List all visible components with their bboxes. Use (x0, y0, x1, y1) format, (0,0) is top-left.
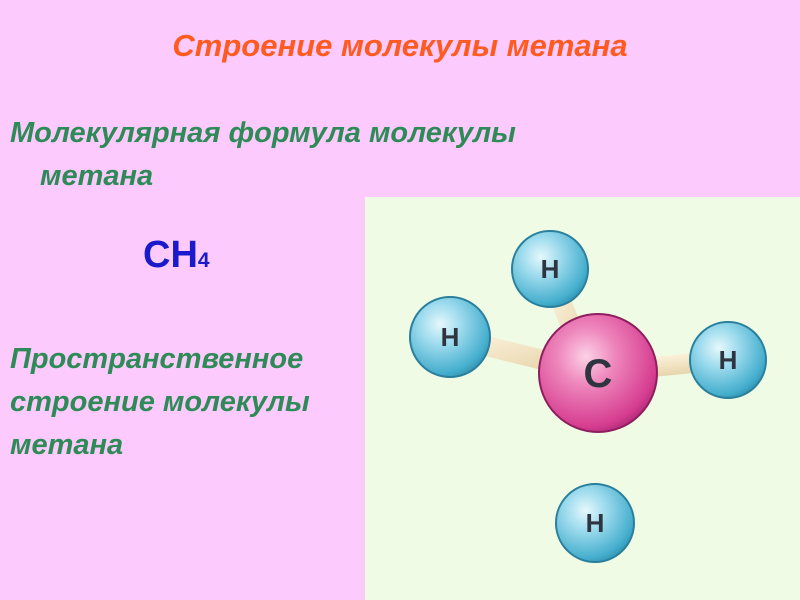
atom-label-h: H (719, 345, 738, 375)
atom-label-h: H (441, 322, 460, 352)
formula-heading: Молекулярная формула молекулы метана (10, 112, 670, 198)
formula-heading-line1: Молекулярная формула молекулы (10, 117, 516, 149)
hydrogen-atom-bottom: H (555, 483, 635, 563)
atom-label-h: H (541, 254, 560, 284)
hydrogen-atom-right: H (689, 321, 767, 399)
molecule-model-panel: H H H C H (365, 197, 800, 600)
formula-main: CH (143, 234, 198, 276)
atom-label-c: C (584, 352, 613, 396)
structure-heading-line1: Пространственное (10, 343, 304, 375)
formula-heading-line2: метана (40, 160, 154, 192)
formula-subscript: 4 (197, 249, 210, 272)
slide-title: Строение молекулы метана (172, 28, 628, 63)
structure-heading-line3: метана (10, 429, 124, 461)
carbon-atom: C (538, 313, 658, 433)
structure-heading: Пространственное строение молекулы метан… (10, 338, 380, 467)
hydrogen-atom-left: H (409, 296, 491, 378)
hydrogen-atom-top: H (511, 230, 589, 308)
molecular-formula: CH4 (143, 234, 210, 277)
atom-label-h: H (586, 508, 605, 538)
structure-heading-line2: строение молекулы (10, 386, 310, 418)
methane-model: H H H C H (409, 230, 767, 563)
